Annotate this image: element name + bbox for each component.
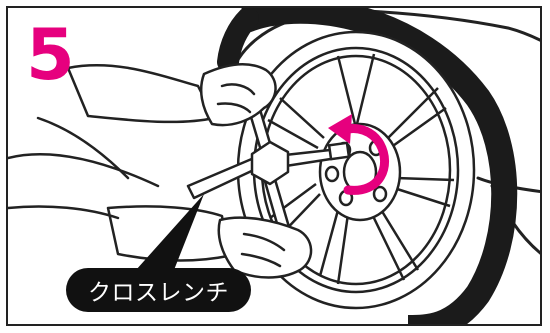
counterclockwise-arrow-icon <box>328 114 389 195</box>
cross-wrench <box>186 94 352 250</box>
tool-label: クロスレンチ <box>66 268 251 312</box>
label-pointer <box>136 194 204 270</box>
step-number: 5 <box>26 14 75 96</box>
gloved-hands <box>8 63 313 279</box>
illustration-frame: 5 クロスレンチ <box>6 6 542 326</box>
wheel-illustration <box>8 8 540 324</box>
tire <box>217 8 518 324</box>
